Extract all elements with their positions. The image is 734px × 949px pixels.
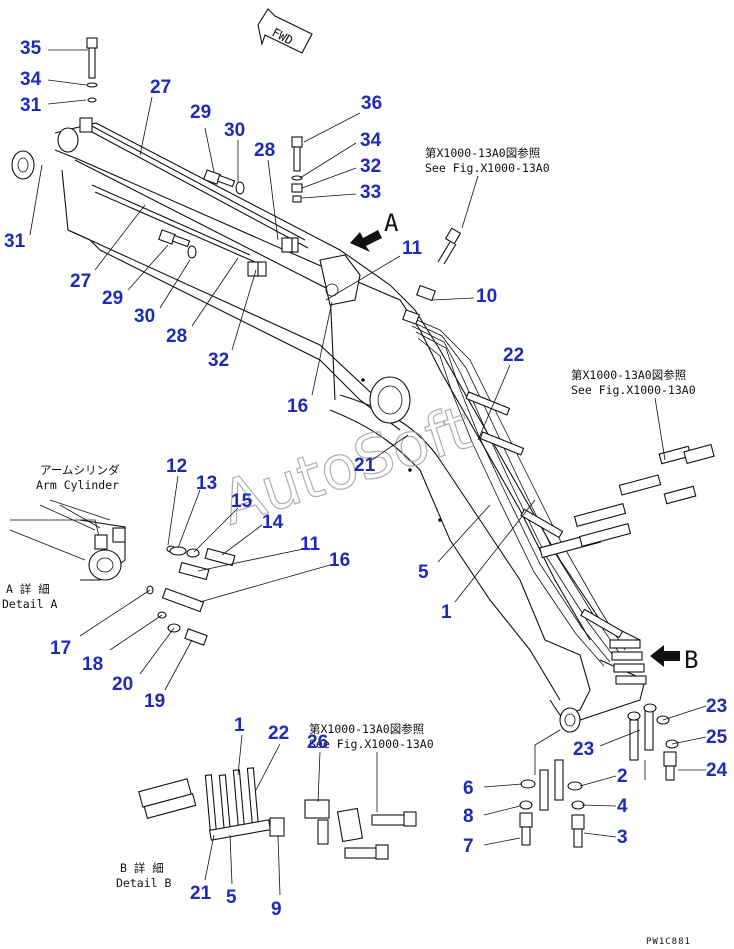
washers-34-31	[86, 82, 98, 103]
callout-23-right: 23	[706, 696, 727, 717]
view-a-arrow	[350, 230, 382, 252]
callout-9: 9	[271, 899, 282, 920]
clamp-32-upper	[281, 237, 299, 253]
callout-27-upper: 27	[150, 77, 171, 98]
bolt-29-lower	[158, 229, 197, 259]
callout-15: 15	[231, 491, 253, 512]
callout-22-detail-b: 22	[268, 723, 289, 744]
callout-10: 10	[476, 286, 497, 307]
clamp-32-lower	[247, 261, 267, 277]
callout-1-main: 1	[441, 602, 452, 623]
ref3-jp: 第X1000-13A0図参照	[309, 722, 424, 736]
callout-1-detail-b: 1	[234, 715, 245, 736]
detail-b-clamps	[138, 767, 417, 860]
ref1-leader	[461, 175, 479, 229]
callout-3: 3	[617, 827, 628, 848]
callout-34-upper-left: 34	[20, 69, 42, 90]
detail-b-jp: B 詳 細	[120, 861, 164, 875]
view-a-letter: A	[384, 209, 399, 237]
callout-5-main: 5	[418, 562, 429, 583]
callout-23-left: 23	[573, 739, 594, 760]
callout-11-upper: 11	[402, 238, 423, 259]
view-b-letter: B	[684, 646, 698, 674]
callout-26: 26	[307, 732, 328, 753]
callout-18: 18	[82, 654, 103, 675]
callout-29-upper: 29	[190, 102, 211, 123]
callout-32-upper: 32	[360, 156, 381, 177]
callout-31-lower: 31	[4, 231, 26, 252]
detail-a-arm-cylinder	[9, 499, 126, 581]
ref3-en: See Fig.X1000-13A0	[309, 737, 434, 751]
bolt-11-upper	[437, 227, 462, 265]
callout-27-lower: 27	[70, 271, 91, 292]
callout-21-detail-b: 21	[190, 883, 212, 904]
callout-7: 7	[463, 836, 474, 857]
callout-6: 6	[463, 778, 474, 799]
bolt-36	[291, 136, 303, 203]
callout-4: 4	[617, 796, 628, 817]
right-bottom-parts	[519, 703, 679, 848]
arm-cylinder-en: Arm Cylinder	[36, 478, 119, 492]
ref1-jp: 第X1000-13A0図参照	[425, 146, 540, 160]
callout-36: 36	[361, 93, 382, 114]
detail-a-parts	[146, 545, 236, 646]
callout-11-lower: 11	[300, 534, 321, 555]
callout-14: 14	[262, 512, 284, 533]
callout-19: 19	[144, 691, 165, 712]
bolt-29-upper	[203, 169, 245, 195]
ref2-en: See Fig.X1000-13A0	[571, 383, 696, 397]
callout-8: 8	[463, 806, 474, 827]
ref2-leader	[654, 397, 666, 461]
callout-33: 33	[360, 182, 381, 203]
ref2-jp: 第X1000-13A0図参照	[571, 368, 686, 382]
callout-5-detail-b: 5	[226, 887, 237, 908]
leader-lines	[29, 49, 707, 896]
callout-2: 2	[617, 766, 628, 787]
detail-b-en: Detail B	[116, 876, 171, 890]
boom-assembly	[11, 122, 646, 733]
detail-a-jp: A 詳 細	[6, 582, 50, 596]
callout-16-lower: 16	[329, 550, 350, 571]
drawing-code: PW1C881	[646, 937, 691, 947]
callout-numbers: 35 34 31 27 29 30 28 36 34 32 33 31 27 2…	[4, 38, 728, 920]
ref1-en: See Fig.X1000-13A0	[425, 161, 550, 175]
callout-32-lower: 32	[208, 350, 229, 371]
callout-25: 25	[706, 727, 728, 748]
callout-30-upper: 30	[224, 120, 245, 141]
bolt-35	[86, 37, 98, 79]
callout-28-lower: 28	[166, 326, 187, 347]
callout-13: 13	[196, 473, 217, 494]
callout-24: 24	[706, 760, 728, 781]
callout-17: 17	[50, 638, 71, 659]
fwd-arrow: FWD	[257, 8, 313, 54]
callout-22-upper: 22	[503, 345, 524, 366]
hydraulic-piping	[404, 314, 647, 685]
callout-12: 12	[166, 456, 187, 477]
callout-31-upper-left: 31	[20, 95, 42, 116]
ref2-fittings	[539, 443, 715, 559]
callout-21-upper: 21	[354, 455, 376, 476]
view-b-arrow	[650, 645, 680, 667]
detail-a-en: Detail A	[2, 597, 57, 611]
clamp-10	[402, 284, 436, 325]
callout-28-upper: 28	[254, 140, 275, 161]
callout-20: 20	[112, 674, 133, 695]
callout-16-upper: 16	[287, 396, 308, 417]
top-rods	[79, 117, 309, 263]
callout-34-right: 34	[360, 130, 382, 151]
callout-29-lower: 29	[102, 288, 123, 309]
arm-cylinder-jp: アームシリンダ	[40, 463, 120, 477]
callout-30-lower: 30	[134, 306, 155, 327]
callout-35: 35	[20, 38, 42, 59]
